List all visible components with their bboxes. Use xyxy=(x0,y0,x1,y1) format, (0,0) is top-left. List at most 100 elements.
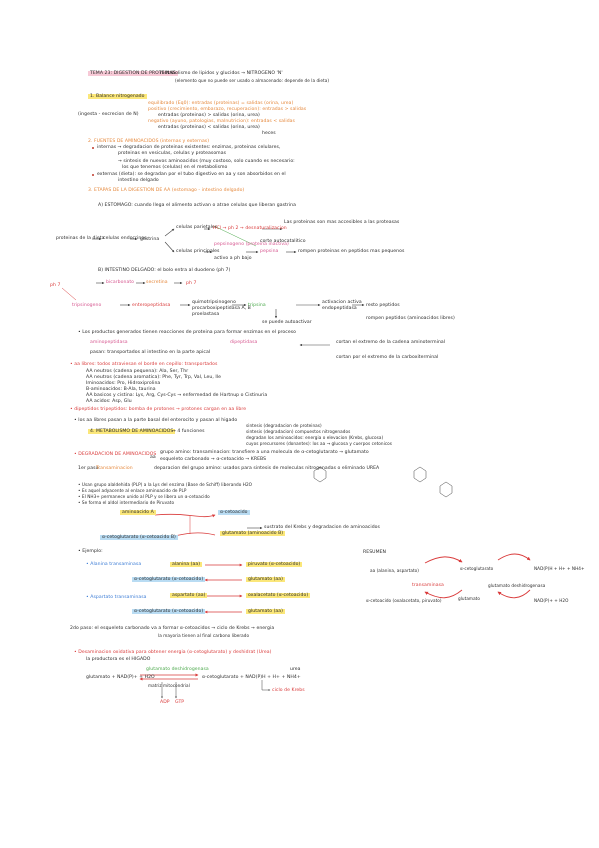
s4-ciclo: ciclo de Krebs xyxy=(272,688,305,693)
s4-keto2: α-cetoglutarato (α-cetoacido) xyxy=(132,609,206,615)
s3-quimotrip: quimotripsinogeno xyxy=(192,300,236,305)
s4-piruvato: piruvato (α-cetoacido) xyxy=(246,562,303,568)
s3-tripsinogeno: tripsinogeno xyxy=(72,303,102,308)
resumen-gdh: glutamato deshidrogenasa xyxy=(488,583,546,588)
s3-aminopeptidasa: aminopeptidasa xyxy=(90,340,128,345)
s3-pepsinogeno: pepsinogeno (proteina inactiva) xyxy=(214,242,289,247)
s1-b2: entradas (proteinas) > salidas (orina, u… xyxy=(158,113,260,118)
s4-gdh: glutamato deshidrogenasa xyxy=(146,667,209,672)
s4-acetoglut: α-cetoglutarato (α-cetoacido B) xyxy=(100,535,178,541)
s3-line-end: • los aa libres pasan a la parte basal d… xyxy=(74,418,238,423)
s4-paso2: 2do paso: el esqueleto carbonado va a fo… xyxy=(70,626,275,631)
s1-d: heces xyxy=(262,131,276,136)
s4-plp2: • Es aquel adyacente al enlace aminoacid… xyxy=(78,488,187,493)
resumen-title: RESUMEN xyxy=(363,550,387,555)
s3-prot: proteinas de la dieta xyxy=(56,236,105,241)
s4-plp4: • Se forma el aldol intermediario de Pir… xyxy=(78,500,175,505)
s4-trans1: • Alanina transaminasa xyxy=(86,562,142,567)
s3-n2: AA neutros (cadena aromatica): Phe, Tyr,… xyxy=(86,375,221,380)
s4-glutamato: glutamato (aminoacido B) xyxy=(220,531,286,537)
s2-a: internas → degradacion de proteinas exis… xyxy=(97,145,281,150)
s4-adp: ADP xyxy=(160,700,170,705)
s3-activo: activo a ph bajo xyxy=(214,256,252,261)
s4-f1: sintesis (degradacion de proteinas) xyxy=(246,423,322,428)
s3-tripsina: tripsina xyxy=(248,303,266,308)
s4-grupo: grupo amino: transaminacion: transfiere … xyxy=(160,450,369,455)
header-line2: (elemento que no puede ser usado o almac… xyxy=(175,78,330,83)
resumen-aa: aa (alanina, aspartato) xyxy=(370,568,419,573)
s4-transam: Transaminacion xyxy=(96,466,133,471)
s3-proelastasa: proelastasa xyxy=(192,312,220,317)
s4-plp3: • El NH3+ permanece unido al PLP y se li… xyxy=(78,494,210,499)
s3-aalibres-title: • aa libres: todos atraviesan el borde e… xyxy=(70,362,218,367)
resumen-nad: NAD(P)+ + H2O xyxy=(534,598,569,603)
s4-plp1: • Usan grupo alaldehida (PLP) a la Lys d… xyxy=(78,482,253,487)
s4-glut2: glutamato (aa) xyxy=(246,609,285,615)
s3-desc1: Las proteinas son mas accesibles a las p… xyxy=(284,220,400,225)
s3-corta2: cortan por el extremo de la carboxitermi… xyxy=(336,355,439,360)
s3-corta: cortan el extremo de la cadena aminoterm… xyxy=(336,340,446,345)
s1-left: (ingesta - excrecion de N) xyxy=(78,112,139,117)
s3-n1: AA neutros (cadena pequena): Ala, Ser, T… xyxy=(86,369,189,374)
bullet xyxy=(92,147,94,149)
header-line1: metabolismo de lipidos y glucidos → NITR… xyxy=(160,71,283,76)
s4-f4: cuyos precursores (donantes): los aa → g… xyxy=(246,441,393,446)
s3-gastrina: gastrina xyxy=(140,237,160,242)
resumen-cetoacido: α-cetoacido (oxalacetato, piruvato) xyxy=(366,598,442,603)
s4-sustrato: sustrato del Krebs y degradacion de amin… xyxy=(264,525,380,530)
s4-paso2b: la mayoria tienen al final carbono liber… xyxy=(158,633,250,638)
s1-c: negativo (ayuno, patologias, malnutricio… xyxy=(148,119,295,124)
s3-activacion: se puede autoactivar xyxy=(262,320,312,325)
s3-ph: ph 7 xyxy=(50,283,61,288)
s4-f2: sintesis (degradacion) compuestos nitrog… xyxy=(246,429,351,434)
s3-principales: celulas principales xyxy=(176,249,220,254)
s3-parietales: celulas parietales xyxy=(176,225,218,230)
bullet xyxy=(92,174,94,176)
s3-carboxi: procarboxipeptidasa A, B xyxy=(192,306,251,311)
resumen-glut: glutamato xyxy=(458,596,480,601)
s3-autocatal: corte autocatalitico xyxy=(260,239,306,244)
s4-matriz: matriz mitocondrial xyxy=(148,683,190,688)
s4-oxalo: oxalacetato (α-cetoacido) xyxy=(246,593,311,599)
s4-esq: esqueleto carbonado → α-cetoacido → KREB… xyxy=(160,457,267,462)
s1-b: positivo (crecimiento, embarazo, recuper… xyxy=(148,107,307,112)
s3-endo: endopeptidasa xyxy=(322,306,357,311)
section-1-title: 1. Balance nitrogenado xyxy=(88,94,147,100)
s3-enteropept: enteropeptidasa xyxy=(132,303,171,308)
s4-ejemplos: • Ejemplo: xyxy=(78,549,103,554)
s4-keto-eq: α-cetoglutarato + NAD(P)H + H+ + NH4+ xyxy=(202,675,301,680)
s4-aspartato: aspartato (aa) xyxy=(170,593,208,599)
s1-c2: entradas (proteinas) < salidas (orina, u… xyxy=(158,125,260,130)
s1-a: equilibrado (Eq0): entradas (proteinas) … xyxy=(148,101,294,106)
s3-desc2: rompen proteinas en peptidos mas pequeno… xyxy=(298,249,405,254)
s4-aa: aa xyxy=(150,455,156,460)
s4-urea: urea xyxy=(290,667,301,672)
title-tag: TEMA 23: DIGESTION DE PROTEINAS xyxy=(88,71,178,77)
s2-a2: proteinas en vesiculas, celulas y protea… xyxy=(118,151,227,156)
resumen-akg: α-cetoglutarato xyxy=(460,566,494,571)
s2-b: → sintesis de nuevos aminoacidos (muy co… xyxy=(118,159,295,164)
s4-trans2: • Aspartato transaminasa xyxy=(86,595,147,600)
resumen-transaminasa: transaminasa xyxy=(412,583,444,588)
s4-f3: degradan los aminoacidos: energia o elev… xyxy=(246,435,384,440)
s4-desam2: la productora es el HIGADO xyxy=(86,657,151,662)
s3-pepsina: pepsina xyxy=(260,249,279,254)
s2-c: externas (dieta): se degradan por el tub… xyxy=(97,172,286,177)
s3-peptidos: rompen peptidos (aminoacidos libres) xyxy=(366,316,455,321)
s4-funcs: → 4 funciones xyxy=(172,429,205,434)
s4-glut1: glutamato (aa) xyxy=(246,577,285,583)
s3-dipeptidasa: dipeptidasa xyxy=(230,340,258,345)
s3-n3: Iminoacidos: Pro, Hidroxiprolina xyxy=(86,381,161,386)
s3-line-b: • Los productos generados tienen reaccio… xyxy=(78,330,297,335)
s3-hcl: HCl → ph 2 → desnaturalizacion xyxy=(213,226,287,231)
s2-c2: intestino delgado xyxy=(118,178,159,183)
s4-degrad: • DEGRADACION DE AMINOACIDOS xyxy=(74,452,157,457)
plp-structure-sketch xyxy=(313,466,453,498)
section-4-title: 4. METABOLISMO DE AMINOACIDOS xyxy=(88,429,176,435)
s4-keto1: α-cetoglutarato (α-cetoacido) xyxy=(132,577,206,583)
s3-n6: AA acidos: Asp, Glu xyxy=(86,399,132,404)
section-2-title: 2. FUENTES DE AMINOACIDOS (internas y ex… xyxy=(88,139,210,144)
s4-paso1b: deparacion del grupo amino: usados para … xyxy=(154,466,380,471)
section-3-title: 3. ETAPAS DE LA DIGESTION DE AA (estomag… xyxy=(88,188,245,193)
